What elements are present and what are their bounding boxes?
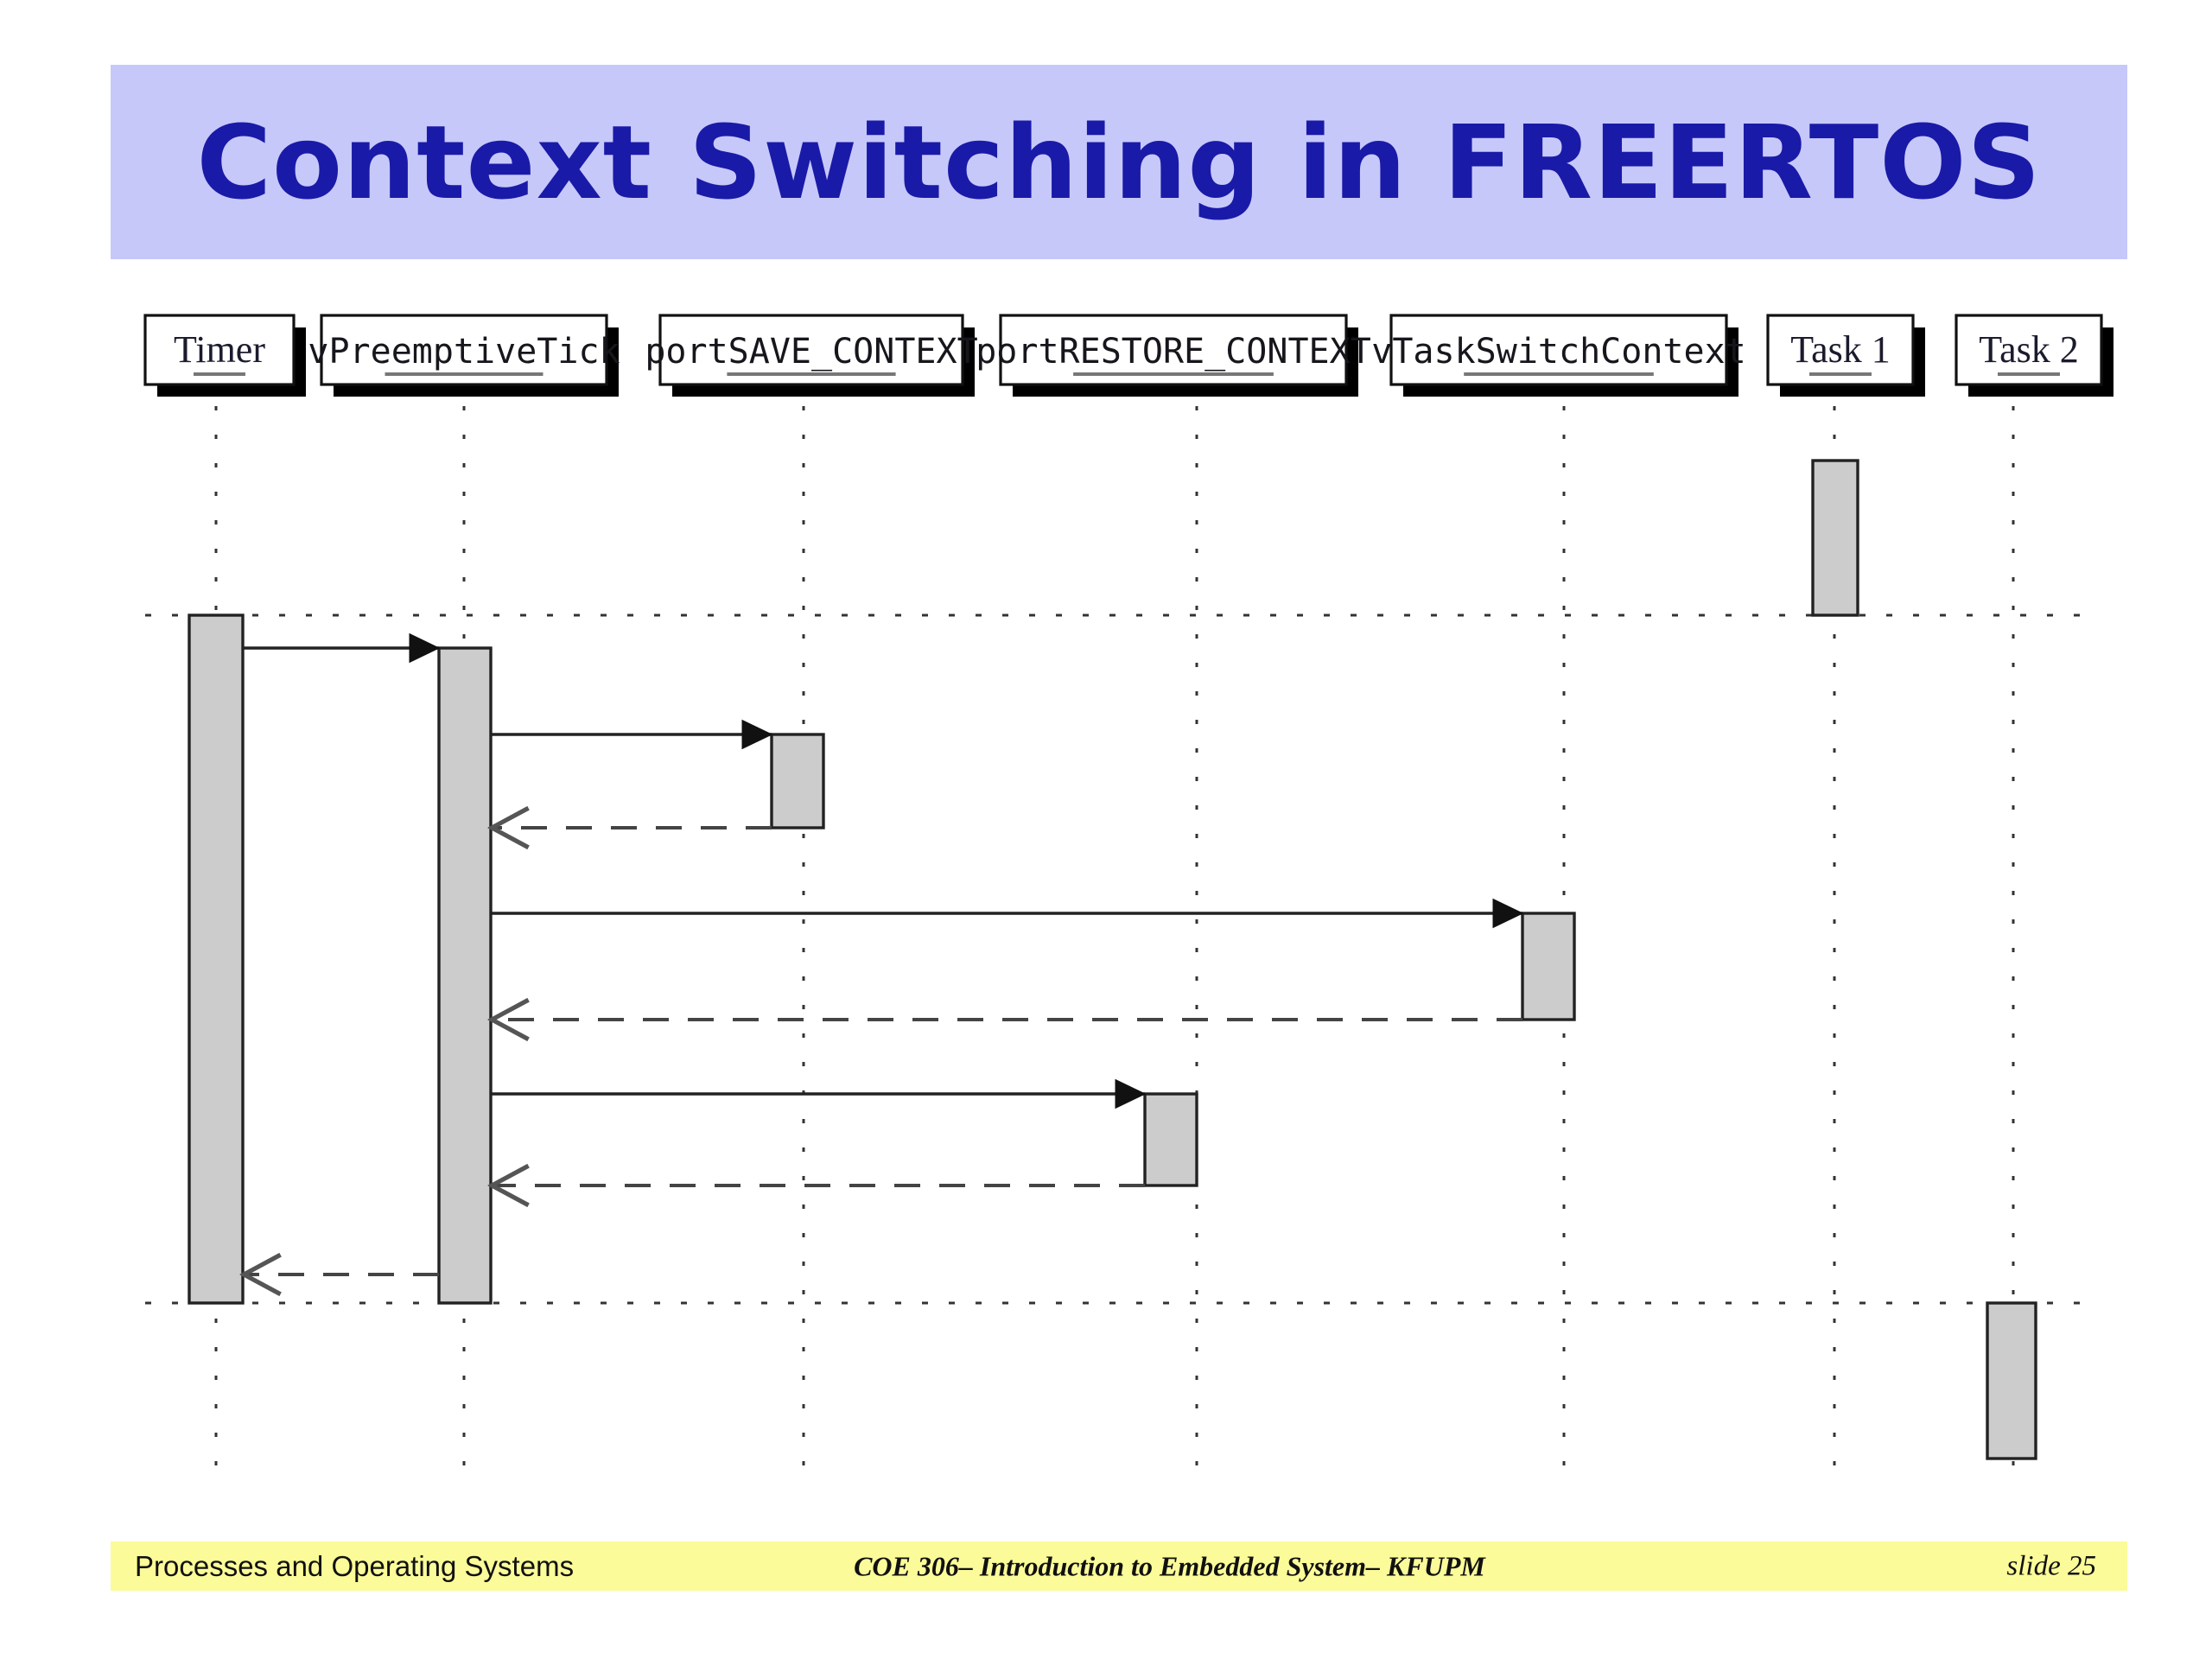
activation-vpreemptivetick[interactable]	[437, 646, 493, 1305]
lifeline-label-timer: Timer	[174, 328, 265, 371]
footer-course-topic: Processes and Operating Systems	[135, 1549, 575, 1582]
activation-portsave-context[interactable]	[770, 733, 825, 830]
lifeline-label-task2: Task 2	[1979, 328, 2078, 371]
activation-task2[interactable]	[1986, 1301, 2037, 1460]
lifeline-header-group: Timer vPreemptiveTick portSAVE_CONTEXTport…	[143, 314, 2113, 397]
lifeline-label-portsave_context: portSAVE_CONTEXT	[645, 332, 977, 372]
activation-portrestore-context[interactable]	[1143, 1092, 1198, 1187]
slide-number: slide 25	[2006, 1550, 2096, 1581]
footer-band: Processes and Operating Systems COE 306–…	[111, 1541, 2127, 1591]
activation-timer[interactable]	[188, 613, 245, 1305]
title-band: Context Switching in FREERTOS	[111, 65, 2127, 259]
activation-vtaskswitchcontext[interactable]	[1521, 912, 1576, 1021]
lifeline-label-vtaskswitchcontext: vTaskSwitchContext	[1371, 332, 1745, 372]
lifeline-label-vpreemptivetick: vPreemptiveTick	[308, 332, 620, 372]
footer-course-title: COE 306– Introduction to Embedded System…	[854, 1550, 1485, 1581]
page-title: Context Switching in FREERTOS	[196, 102, 2042, 222]
activation-group	[188, 459, 2037, 1460]
activation-task1[interactable]	[1811, 459, 1859, 617]
lifeline-label-portrestore_context: portRESTORE_CONTEXT	[976, 332, 1371, 372]
lifeline-label-task1: Task 1	[1790, 328, 1890, 371]
message-group	[243, 632, 1524, 1274]
separator-group	[145, 613, 2091, 1305]
